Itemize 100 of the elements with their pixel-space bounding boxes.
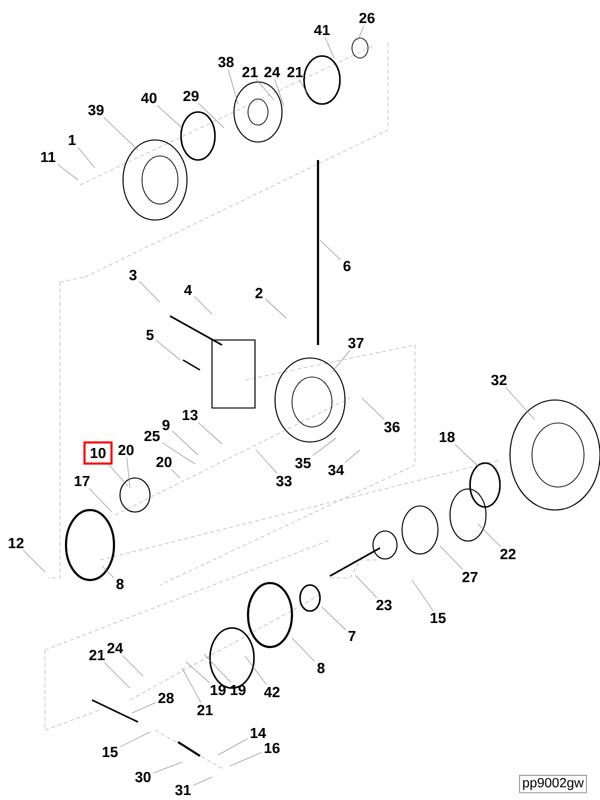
leader-line [88, 488, 112, 512]
leader-line [256, 79, 274, 100]
callout-number: 13 [182, 410, 198, 420]
figure-code: pp9002gw [519, 774, 587, 794]
leader-line [153, 762, 182, 774]
leader-line [102, 566, 114, 578]
leader-line [312, 438, 336, 456]
leader-line [156, 105, 182, 128]
leader-line [362, 398, 385, 420]
callout-number: 6 [343, 260, 351, 272]
callout-number: 3 [129, 270, 137, 280]
leader-line [358, 25, 364, 40]
callout-number: 35 [295, 458, 311, 468]
leader-line [23, 550, 46, 572]
callout-number: 12 [8, 538, 24, 548]
leader-line [182, 668, 202, 703]
leader-line [228, 69, 238, 104]
leader-line [78, 147, 96, 168]
leader-line [320, 240, 341, 260]
callout-number: 7 [348, 630, 356, 642]
callout-number: 21 [242, 66, 258, 78]
callout-number: 22 [500, 548, 516, 560]
leader-line [322, 606, 346, 630]
leader-line [344, 450, 360, 463]
callout-number: 29 [183, 90, 199, 102]
callout-number: 31 [175, 784, 191, 796]
leader-line [162, 442, 196, 464]
callout-number: 34 [328, 464, 344, 476]
callout-number: 40 [141, 92, 157, 104]
leader-line [126, 457, 130, 488]
leader-line [412, 580, 434, 611]
leader-line [204, 654, 232, 683]
leader-line [505, 387, 536, 420]
leader-line [332, 350, 350, 372]
callout-number: 38 [218, 56, 234, 68]
leader-line [274, 79, 284, 106]
callout-number: 39 [88, 104, 104, 116]
callout-number: 5 [146, 330, 154, 340]
callout-number: 16 [264, 742, 280, 754]
callout-number: 25 [144, 430, 160, 442]
leader-line [198, 422, 222, 444]
leader-line [324, 37, 334, 58]
leader-line [478, 524, 501, 547]
callout-number: 42 [264, 686, 280, 698]
leader-line [139, 281, 160, 302]
leader-line [218, 738, 248, 756]
callout-number: 14 [250, 728, 266, 738]
callout-number: 41 [314, 24, 330, 36]
callout-number: 15 [102, 746, 118, 758]
callout-number: 4 [184, 284, 192, 296]
leader-line [230, 752, 262, 766]
callout-number: 21 [89, 650, 105, 660]
leader-line [172, 430, 198, 456]
callout-number: 9 [162, 420, 170, 430]
leader-line [122, 655, 144, 676]
callout-number: 32 [491, 374, 507, 386]
callout-number: 11 [41, 152, 56, 162]
callout-number: 21 [287, 66, 303, 78]
callout-number: 2 [255, 288, 262, 298]
callout-number: 37 [348, 338, 364, 348]
leader-line [198, 103, 224, 128]
leader-line [104, 662, 130, 688]
leader-line [156, 340, 180, 360]
leader-line [171, 469, 180, 478]
callout-number: 24 [264, 66, 280, 78]
callout-number: 20 [156, 456, 172, 468]
callout-number: 33 [276, 476, 292, 486]
callout-number: 36 [384, 422, 400, 432]
leader-line [104, 117, 138, 150]
leader-line [193, 776, 212, 786]
callout-number: 18 [440, 432, 455, 442]
leader-line [120, 732, 150, 748]
callout-number: 21 [197, 704, 213, 716]
callout-number: 23 [376, 600, 392, 610]
callout-number: 27 [462, 572, 478, 582]
leader-line [57, 164, 78, 180]
callout-number: 8 [317, 662, 325, 674]
callout-number: 20 [118, 444, 134, 456]
highlighted-callout: 10 [83, 441, 113, 465]
leader-line [108, 464, 128, 486]
callout-number: 28 [158, 692, 174, 704]
leader-line [454, 444, 478, 466]
leader-line [354, 574, 378, 598]
callout-number: 17 [74, 476, 90, 486]
leader-line [244, 656, 267, 685]
leader-line [440, 546, 464, 570]
leader-line [256, 450, 278, 474]
leader-line [298, 79, 308, 94]
callout-number: 24 [107, 642, 124, 654]
leader-line [265, 298, 286, 318]
callout-number: 19 [210, 684, 226, 696]
leader-line [194, 296, 212, 314]
callout-number: 15 [430, 612, 446, 624]
callout-number: 30 [135, 772, 151, 782]
callout-number: 8 [116, 578, 124, 590]
callout-number: 26 [359, 12, 375, 24]
leader-line [292, 638, 315, 662]
callout-number: 1 [68, 134, 76, 146]
leader-line [132, 702, 156, 714]
leader-line [186, 662, 210, 683]
